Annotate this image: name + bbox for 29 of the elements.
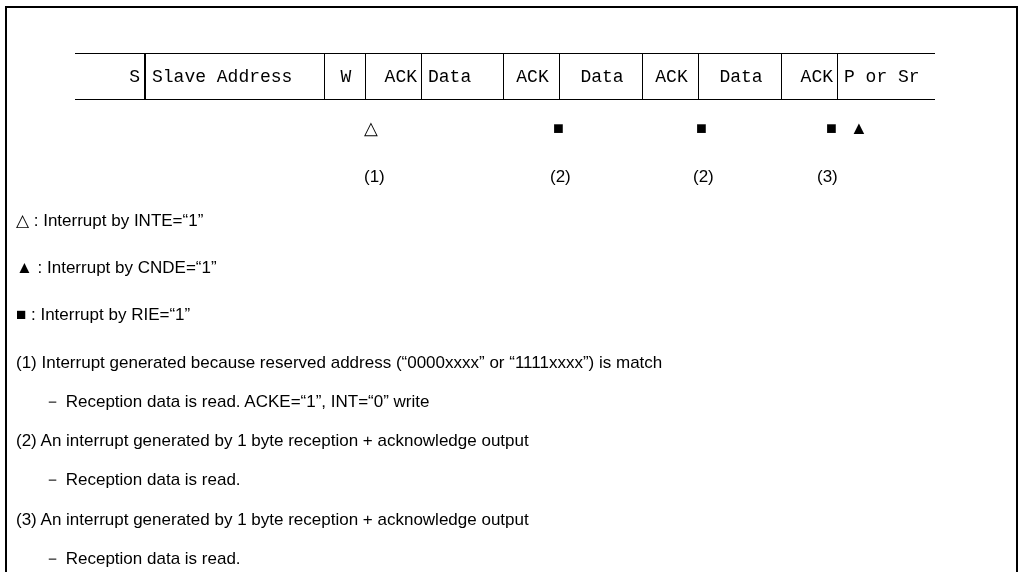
protocol-field: ACK	[643, 53, 698, 100]
legend-note: ▲ : Interrupt by CNDE=“1”	[16, 258, 217, 278]
note-text: － Reception data is read.	[44, 549, 241, 569]
interrupt-mark: ▲	[850, 118, 868, 138]
note-text: － Reception data is read. ACKE=“1”, INT=“0” write	[44, 392, 430, 412]
protocol-field: P or Sr	[837, 53, 935, 100]
note-text: (2) An interrupt generated by 1 byte reception + acknowledge output	[16, 431, 529, 451]
point-number: (2)	[550, 167, 571, 187]
point-number: (2)	[693, 167, 714, 187]
interrupt-mark: ■	[696, 118, 707, 138]
note-text: － Reception data is read.	[44, 470, 241, 490]
protocol-field: Data	[698, 53, 782, 100]
protocol-field: ACK	[366, 53, 421, 100]
protocol-field: Data	[421, 53, 504, 100]
interrupt-mark: △	[364, 118, 378, 138]
note-text: (3) An interrupt generated by 1 byte reception + acknowledge output	[16, 510, 529, 530]
protocol-field: Data	[559, 53, 643, 100]
legend-note: ■ : Interrupt by RIE=“1”	[16, 305, 191, 325]
interrupt-mark: ■	[826, 118, 837, 138]
legend-note: △ : Interrupt by INTE=“1”	[16, 211, 204, 231]
interrupt-mark: ■	[553, 118, 564, 138]
protocol-field: ACK	[504, 53, 559, 100]
protocol-field: Slave Address	[145, 53, 325, 100]
protocol-field: ACK	[782, 53, 837, 100]
point-number: (1)	[364, 167, 385, 187]
protocol-field: S	[75, 53, 145, 100]
note-text: (1) Interrupt generated because reserved address (“0000xxxx” or “1111xxxx”) is match	[16, 353, 663, 373]
protocol-field: W	[325, 53, 366, 100]
point-number: (3)	[817, 167, 838, 187]
